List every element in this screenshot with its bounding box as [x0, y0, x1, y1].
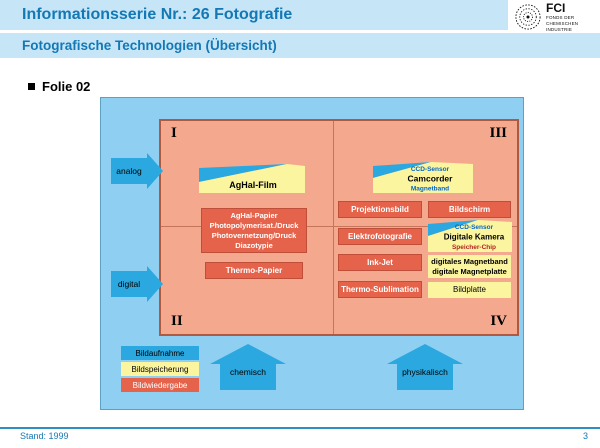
banner-aghal-film: AgHal-Film: [199, 164, 305, 193]
banner-aghal-film-label: AgHal-Film: [229, 180, 277, 190]
banner-digitale-kamera: CCD-Sensor Digitale Kamera Speicher-Chip: [428, 220, 512, 252]
banner-digitale-kamera-title: Digitale Kamera: [444, 233, 505, 242]
box-ink-jet: Ink-Jet: [338, 254, 422, 271]
box-aghal-papier-line-1: AgHal-Papier: [230, 210, 278, 220]
arrow-analog: analog: [111, 153, 163, 189]
box-aghal-papier-line-3: Photovernetzung/Druck: [211, 230, 297, 240]
banner-camcorder-title: Camcorder: [408, 174, 454, 184]
arrow-physikalisch: physikalisch: [387, 344, 463, 390]
banner-camcorder-bottom-label: Magnetband: [411, 186, 449, 193]
box-aghal-papier-line-4: Diazotypie: [235, 240, 273, 250]
fci-logo-caption-2: CHEMISCHEN: [546, 20, 579, 26]
arrow-physikalisch-head-icon: [387, 344, 463, 364]
page-title: Fotografische Technologien (Übersicht): [22, 38, 277, 53]
box-thermo-papier: Thermo-Papier: [205, 262, 303, 279]
series-title: Informationsserie Nr.: 26 Fotografie: [22, 6, 293, 23]
page-number: 3: [582, 431, 588, 441]
quadrant-label-ii: II: [171, 313, 183, 329]
banner-digitale-kamera-top-label: CCD-Sensor: [455, 224, 494, 231]
box-aghal-papier-line-2: Photopolymerisat./Druck: [209, 220, 299, 230]
box-aghal-papier: AgHal-Papier Photopolymerisat./Druck Pho…: [201, 208, 307, 253]
footer-divider: [0, 427, 600, 429]
fci-logo-caption-3: INDUSTRIE: [546, 26, 573, 32]
header-band: Informationsserie Nr.: 26 Fotografie: [0, 0, 600, 30]
bullet-icon: [28, 83, 35, 90]
fci-emblem-icon: [515, 3, 541, 30]
quadrant-label-iv: IV: [490, 313, 507, 329]
arrow-chemisch: chemisch: [210, 344, 286, 390]
subtitle-band: Fotografische Technologien (Übersicht): [0, 33, 600, 58]
fci-logo-text: FCI FONDS DER CHEMISCHEN INDUSTRIE: [546, 2, 578, 32]
quadrant-label-i: I: [171, 125, 177, 141]
arrow-digital-label: digital: [111, 271, 147, 297]
arrow-chemisch-label: chemisch: [220, 364, 276, 390]
arrow-chemisch-head-icon: [210, 344, 286, 364]
quadrant-label-iii: III: [489, 125, 507, 141]
box-bildplatte: Bildplatte: [428, 282, 511, 298]
quadrant-divider-horizontal: [161, 226, 517, 227]
slide-label: Folie 02: [42, 79, 91, 94]
banner-digitale-kamera-bottom-label: Speicher-Chip: [452, 244, 496, 251]
arrow-digital: digital: [111, 266, 163, 302]
legend-bildspeicherung: Bildspeicherung: [121, 362, 199, 376]
banner-camcorder-top-label: CCD-Sensor: [411, 166, 450, 173]
box-thermo-sublimation: Thermo-Sublimation: [338, 281, 422, 298]
arrow-physikalisch-label: physikalisch: [397, 364, 453, 390]
quadrant-divider-vertical: [333, 121, 334, 334]
fci-logo-caption-1: FONDS DER: [546, 14, 575, 20]
fci-logo-abbr: FCI: [546, 0, 566, 15]
slide-bullet-row: Folie 02: [28, 79, 90, 94]
arrow-analog-label: analog: [111, 158, 147, 184]
footer-status: Stand: 1999: [20, 431, 69, 441]
legend-bildaufnahme: Bildaufnahme: [121, 346, 199, 360]
banner-camcorder: CCD-Sensor Camcorder Magnetband: [373, 162, 473, 193]
legend-bildwiedergabe: Bildwiedergabe: [121, 378, 199, 392]
arrow-analog-head-icon: [147, 153, 163, 189]
box-elektrofotografie: Elektrofotografie: [338, 228, 422, 245]
box-magnetband-line-1: digitales Magnetband: [431, 256, 508, 266]
arrow-digital-head-icon: [147, 266, 163, 302]
box-magnetband-line-2: digitale Magnetplatte: [432, 266, 507, 276]
box-magnetband: digitales Magnetband digitale Magnetplat…: [428, 255, 511, 278]
box-bildschirm: Bildschirm: [428, 201, 511, 218]
diagram-panel: I III II IV analog digital AgHal-Film CC…: [100, 97, 524, 410]
box-projektionsbild: Projektionsbild: [338, 201, 422, 218]
fci-logo: FCI FONDS DER CHEMISCHEN INDUSTRIE: [508, 0, 600, 33]
